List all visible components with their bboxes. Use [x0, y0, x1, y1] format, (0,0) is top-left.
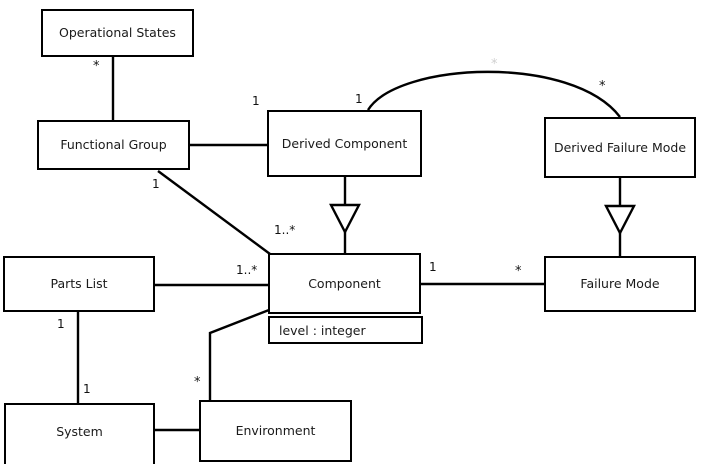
class-name-derived-failure-mode: Derived Failure Mode	[553, 139, 687, 155]
class-failure-mode[interactable]: Failure Mode	[544, 256, 696, 312]
multiplicity-component-from-functionalgroup: 1..*	[274, 223, 296, 237]
multiplicity-component-to-failuremode: 1	[429, 260, 437, 274]
class-name-component: Component	[308, 275, 381, 291]
class-parts-list[interactable]: Parts List	[3, 256, 155, 312]
multiplicity-arc-apex: *	[491, 57, 498, 72]
class-name-parts-list: Parts List	[50, 276, 108, 292]
class-name-environment: Environment	[235, 423, 316, 439]
generalization-triangle-derivedfailuremode	[604, 204, 636, 236]
class-name-system: System	[56, 424, 103, 440]
multiplicity-partslist-to-system-top: 1	[57, 317, 65, 331]
class-functional-group[interactable]: Functional Group	[37, 120, 190, 170]
generalization-triangle-derivedcomponent	[329, 203, 361, 235]
class-operational-states[interactable]: Operational States	[41, 9, 194, 57]
multiplicity-environment-to-component: *	[194, 375, 201, 390]
multiplicity-functionalgroup-derivedcomponent: 1	[252, 94, 260, 108]
class-derived-failure-mode[interactable]: Derived Failure Mode	[544, 117, 696, 178]
class-name-operational-states: Operational States	[59, 25, 176, 41]
attribute-level: level : integer	[279, 322, 366, 338]
multiplicity-partslist-to-component-near-component: 1..*	[236, 263, 258, 277]
multiplicity-partslist-to-system-bottom: 1	[83, 382, 91, 396]
class-component-attribute-compartment[interactable]: level : integer	[268, 316, 423, 344]
multiplicity-failuremode-end: *	[515, 264, 522, 279]
edge-component-environment	[208, 308, 270, 401]
edge-functionalgroup-component	[157, 170, 271, 255]
multiplicity-functionalgroup-component: 1	[152, 177, 160, 191]
class-name-failure-mode: Failure Mode	[580, 276, 660, 292]
class-component[interactable]: Component	[268, 253, 421, 314]
multiplicity-derivedcomponent-arc-start: 1	[355, 92, 363, 106]
class-environment[interactable]: Environment	[199, 400, 352, 462]
multiplicity-derivedfailuremode-arc-end: *	[599, 79, 606, 94]
class-name-derived-component: Derived Component	[281, 135, 408, 151]
class-derived-component[interactable]: Derived Component	[267, 110, 422, 177]
class-system[interactable]: System	[4, 403, 155, 464]
class-name-functional-group: Functional Group	[60, 137, 167, 153]
multiplicity-opstates-functionalgroup: *	[93, 59, 100, 74]
